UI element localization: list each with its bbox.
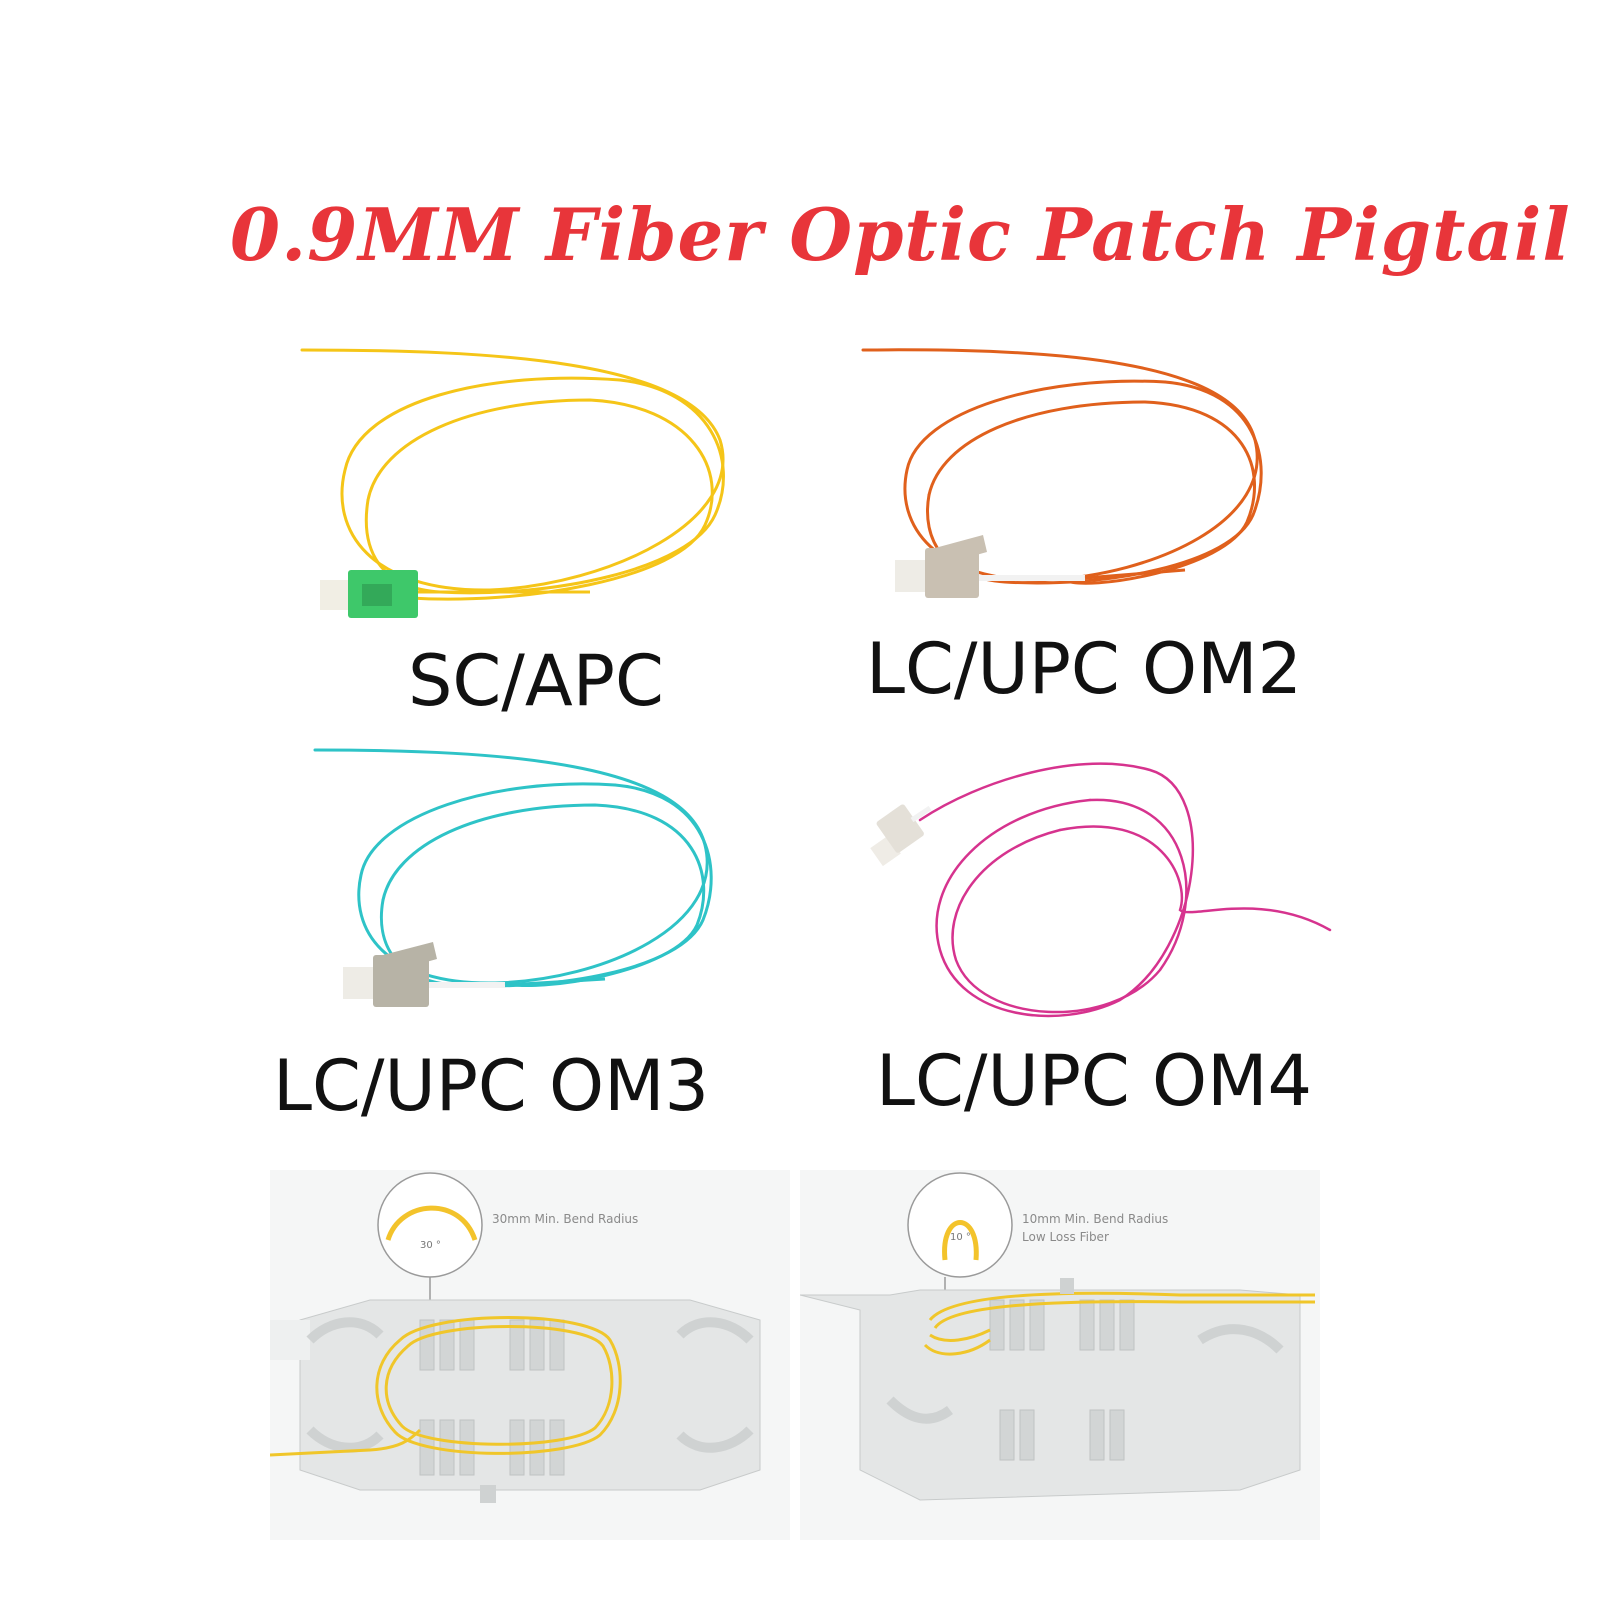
label-lc-upc-om4: LC/UPC OM4 — [876, 1040, 1313, 1122]
pigtail-sc-apc-image — [300, 348, 725, 618]
splice-tray-2-image: 10mm Min. Bend Radius Low Loss Fiber 10 … — [800, 1170, 1320, 1540]
tray-1-callout: 30mm Min. Bend Radius — [492, 1210, 638, 1228]
page-title: 0.9MM Fiber Optic Patch Pigtail — [230, 192, 1571, 277]
tray-2-angle-label: 10 ° — [950, 1232, 971, 1243]
tray-1-angle-label: 30 ° — [420, 1240, 441, 1251]
tray-1-callout-line1: 30mm Min. Bend Radius — [492, 1212, 639, 1226]
lc-connector-icon — [343, 942, 606, 1007]
splice-tray-1-image: 30mm Min. Bend Radius 30 ° — [270, 1170, 790, 1540]
lc-connector-icon — [870, 804, 932, 867]
lc-connector-icon — [895, 535, 1186, 598]
label-sc-apc: SC/APC — [408, 640, 664, 722]
tray-2-callout-line1: 10mm Min. Bend Radius — [1022, 1212, 1169, 1226]
pigtail-lc-upc-om2-image — [861, 348, 1263, 598]
pigtail-lc-upc-om4-image — [870, 762, 1332, 1018]
sc-connector-icon — [320, 570, 590, 618]
tray-2-callout: 10mm Min. Bend Radius Low Loss Fiber — [1022, 1210, 1168, 1246]
label-lc-upc-om3: LC/UPC OM3 — [273, 1045, 710, 1127]
label-lc-upc-om2: LC/UPC OM2 — [866, 628, 1303, 710]
tray-2-callout-line2: Low Loss Fiber — [1022, 1230, 1109, 1244]
pigtail-lc-upc-om3-image — [313, 748, 713, 1007]
